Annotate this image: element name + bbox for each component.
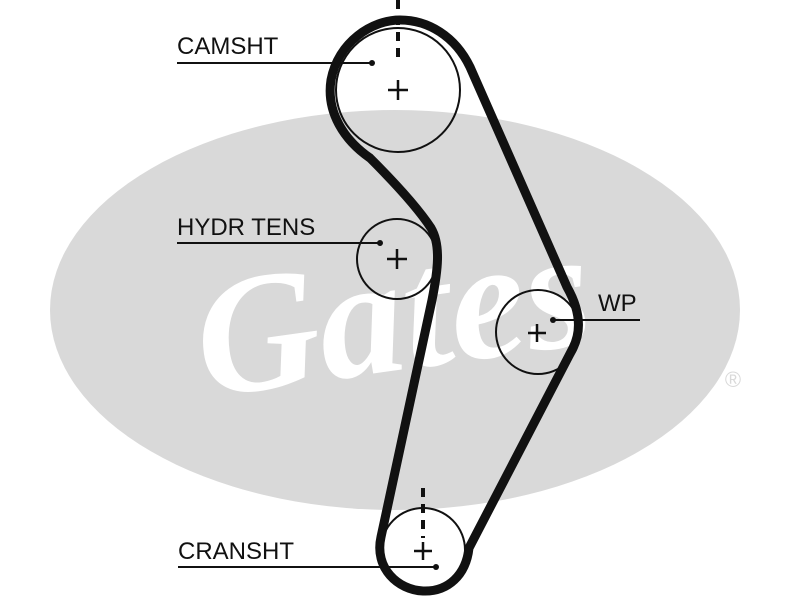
camshaft-pulley — [335, 27, 461, 153]
camshaft-label: CAMSHT — [177, 33, 279, 60]
timing-belt — [325, 15, 583, 596]
camshaft-center-cross — [388, 80, 408, 100]
logo-registered-mark: ® — [725, 367, 741, 392]
water-pump-center-cross — [528, 324, 546, 342]
camshaft-leader-dot — [369, 60, 375, 66]
crankshaft-leader-dot — [433, 564, 439, 570]
logo-oval — [50, 110, 740, 510]
hydraulic-tensioner-center-cross — [387, 249, 407, 269]
pulley-centers — [387, 80, 546, 560]
brand-logo-watermark: Gates ® — [50, 110, 741, 510]
leader-lines — [177, 62, 640, 568]
leader-dots — [369, 60, 556, 570]
hydraulic-tensioner-label: HYDR TENS — [177, 214, 315, 241]
timing-marks — [396, 0, 425, 538]
crankshaft-label: CRANSHT — [178, 538, 294, 565]
water-pump-label: WP — [598, 290, 637, 317]
crankshaft-center-cross — [414, 542, 432, 560]
hydraulic-tensioner-leader-dot — [377, 240, 383, 246]
pulley-labels: CAMSHT HYDR TENS WP CRANSHT — [177, 33, 637, 565]
water-pump-leader-dot — [550, 317, 556, 323]
